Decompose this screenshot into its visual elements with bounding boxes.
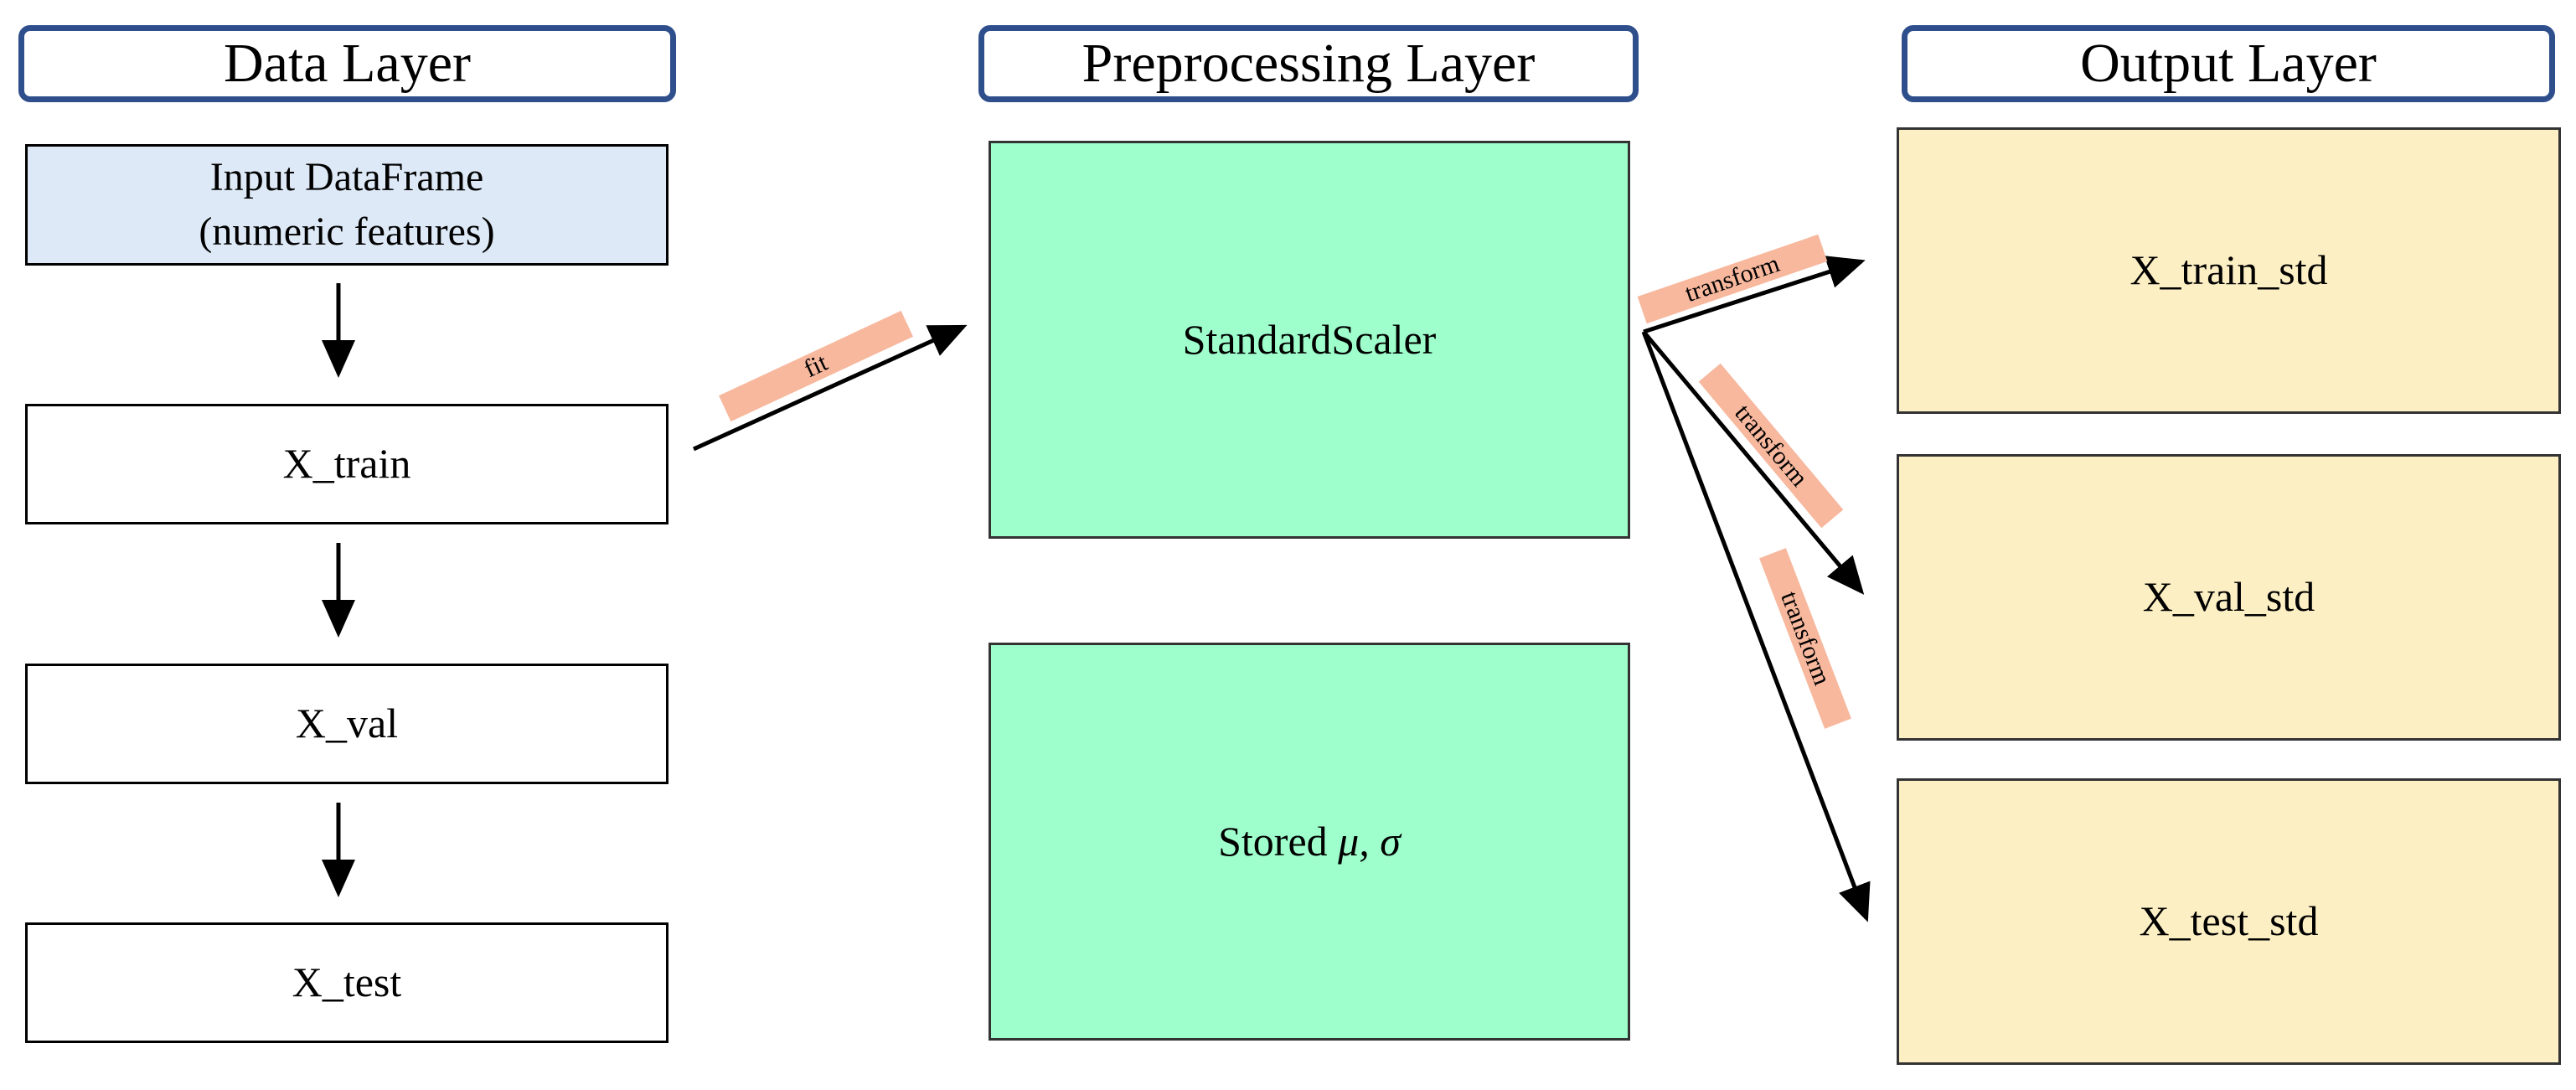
stored-params-symbols: μ, σ xyxy=(1338,817,1401,865)
x-test-std-label: X_test_std xyxy=(2139,897,2319,945)
stored-params-label: Stored μ, σ xyxy=(1218,814,1401,870)
data-layer-title: Data Layer xyxy=(224,33,471,94)
standard-scaler-box: StandardScaler xyxy=(989,141,1630,539)
x-test-std-box: X_test_std xyxy=(1897,778,2561,1065)
stored-params-prefix: Stored xyxy=(1218,817,1339,865)
stored-params-box: Stored μ, σ xyxy=(989,643,1630,1041)
x-val-std-box: X_val_std xyxy=(1897,454,2561,741)
standard-scaler-label: StandardScaler xyxy=(1182,315,1437,363)
output-layer-title: Output Layer xyxy=(2080,33,2377,94)
x-val-label: X_val xyxy=(295,700,399,747)
input-dataframe-line2: (numeric features) xyxy=(199,209,495,254)
x-train-box: X_train xyxy=(25,404,669,524)
x-test-box: X_test xyxy=(25,922,669,1043)
preprocessing-layer-title: Preprocessing Layer xyxy=(1082,33,1536,94)
output-layer-header: Output Layer xyxy=(1902,25,2555,102)
input-dataframe-box: Input DataFrame (numeric features) xyxy=(25,144,669,266)
x-val-std-label: X_val_std xyxy=(2142,573,2315,621)
data-layer-header: Data Layer xyxy=(18,25,676,102)
preprocessing-layer-header: Preprocessing Layer xyxy=(978,25,1639,102)
x-val-box: X_val xyxy=(25,664,669,784)
arrow-fit xyxy=(692,324,968,452)
x-train-std-label: X_train_std xyxy=(2129,246,2328,294)
x-train-label: X_train xyxy=(282,440,411,488)
arrow-transform-train xyxy=(1643,256,1866,334)
input-dataframe-line1: Input DataFrame xyxy=(209,154,484,199)
arrow-transform-val xyxy=(1642,330,1865,595)
arrow-transform-test xyxy=(1641,331,1871,922)
x-test-label: X_test xyxy=(292,958,402,1006)
x-train-std-box: X_train_std xyxy=(1897,127,2561,414)
